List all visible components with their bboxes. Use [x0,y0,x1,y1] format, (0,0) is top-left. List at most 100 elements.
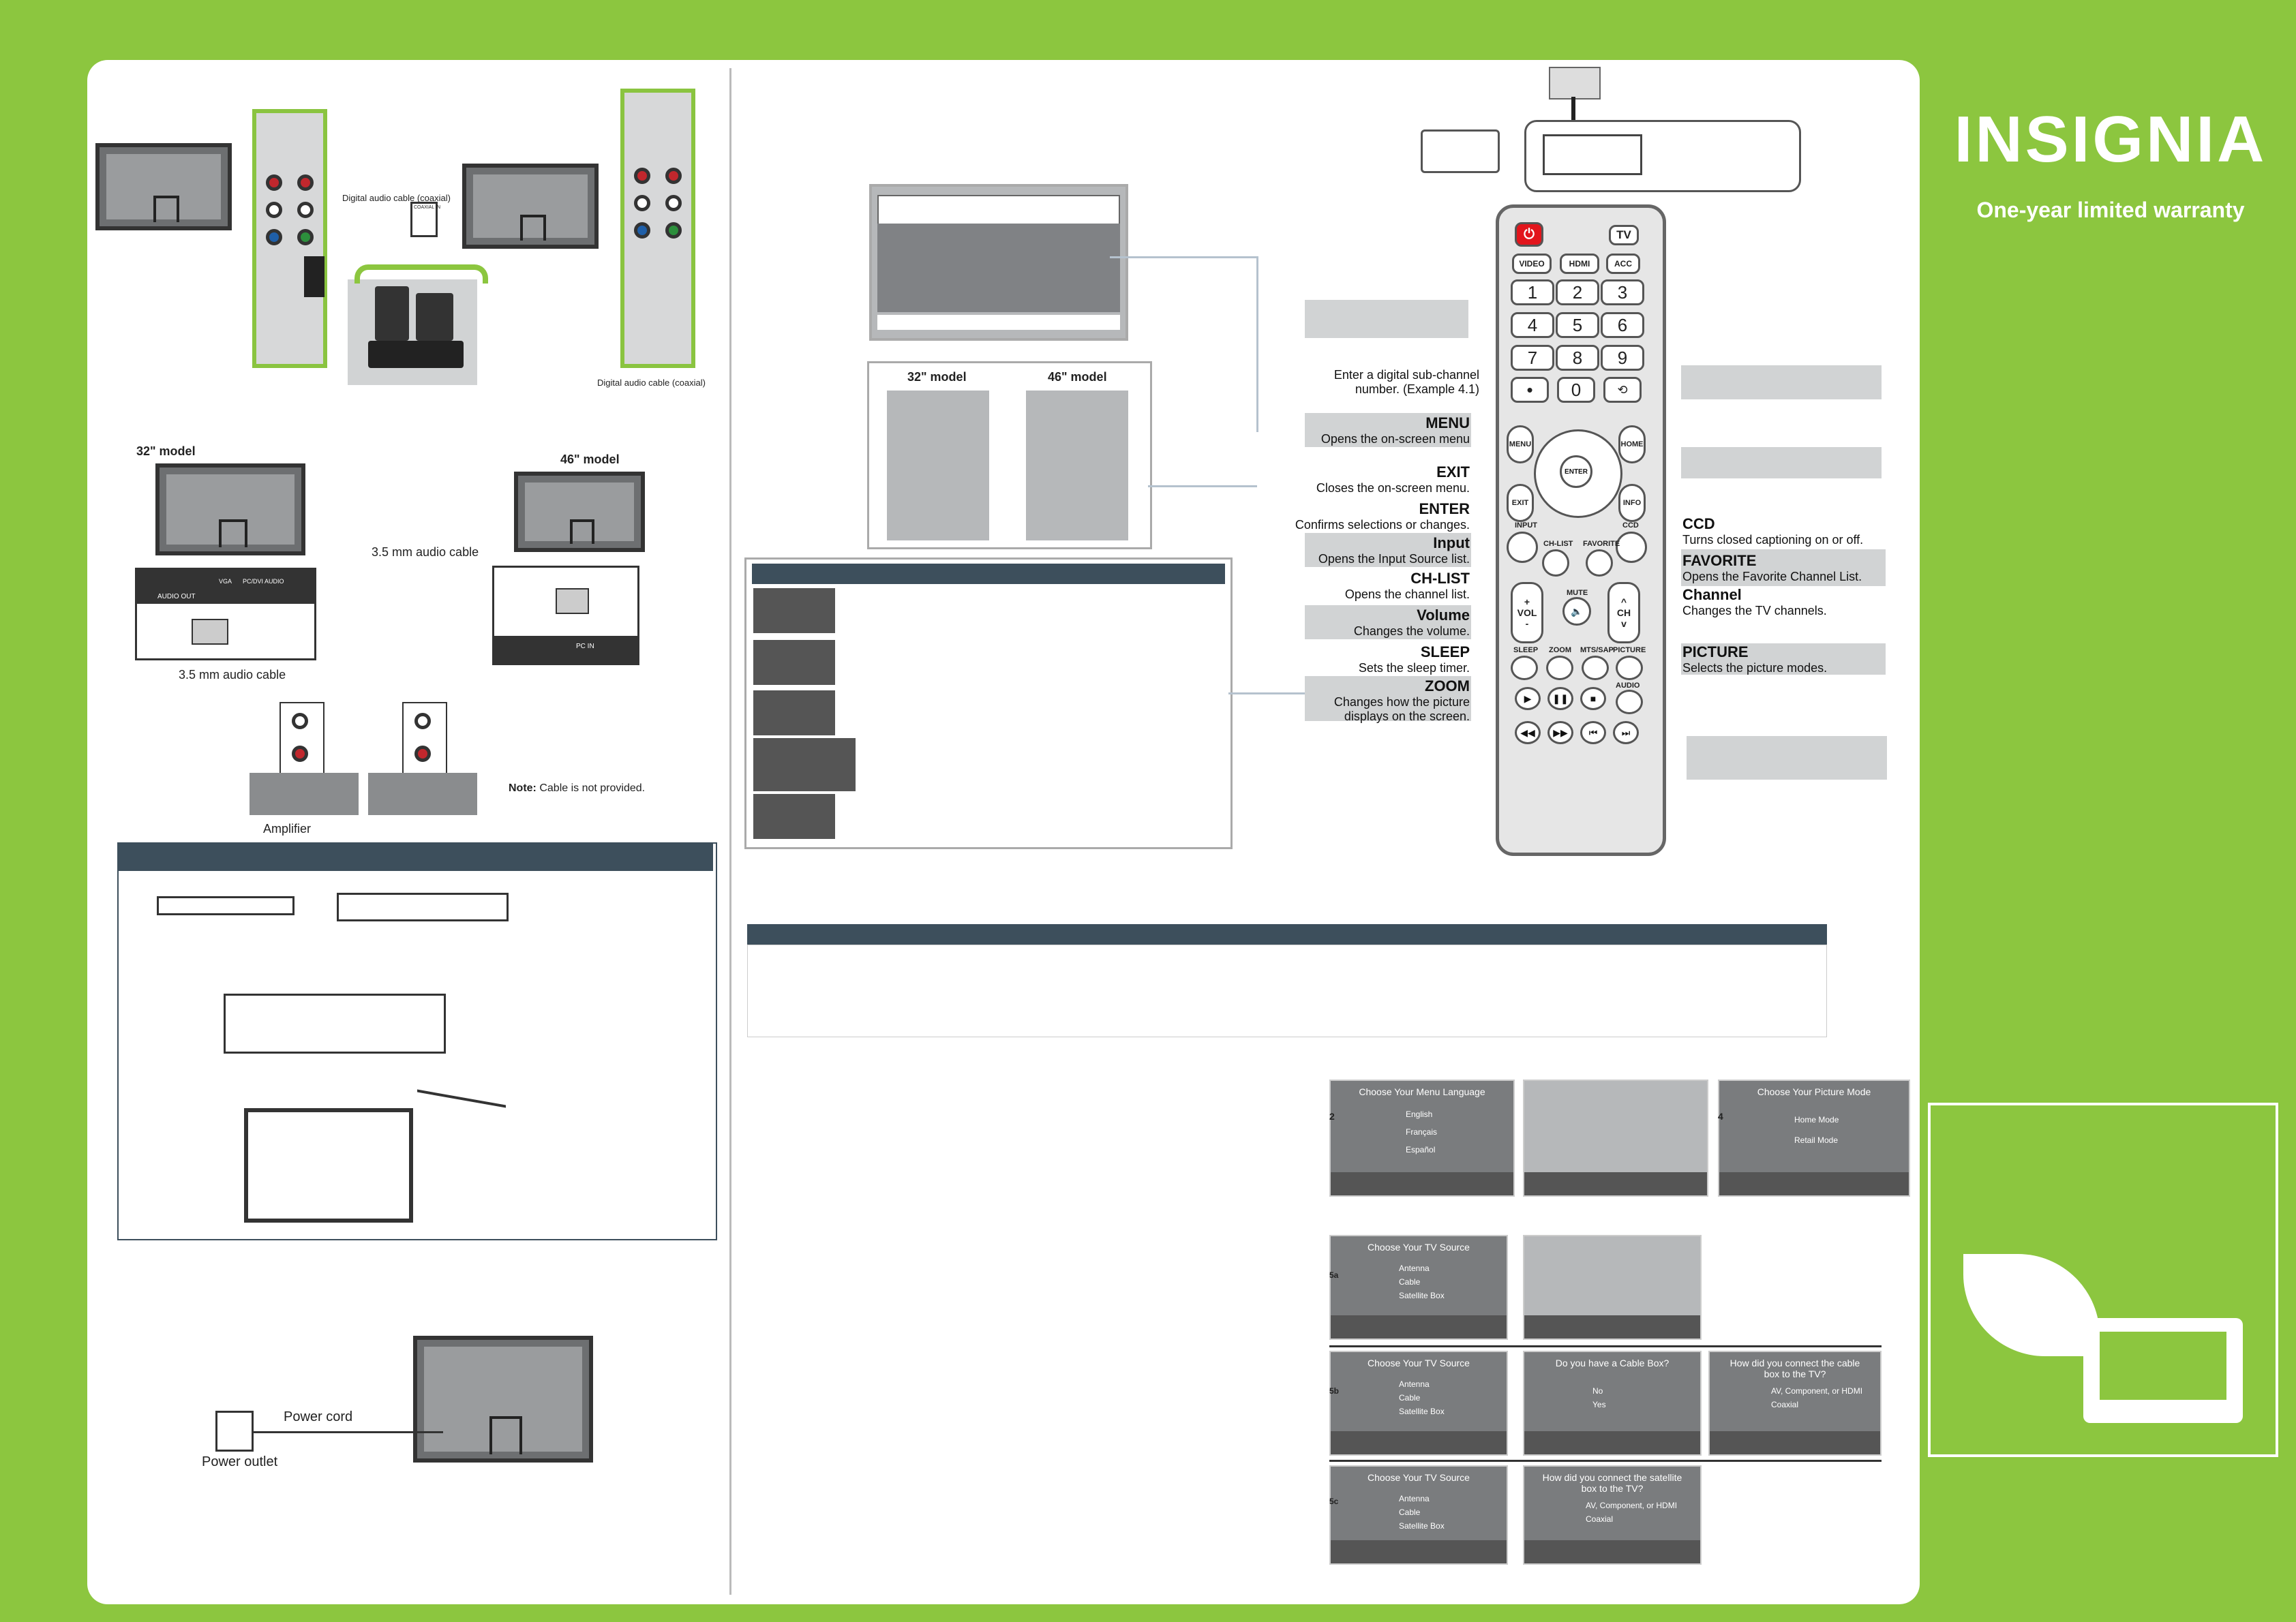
number-button-4[interactable]: 4 [1511,312,1554,338]
mute-button[interactable]: 🔈 [1562,597,1591,626]
tv-rear-power [413,1336,593,1463]
rewind-button[interactable]: ◀◀ [1515,721,1541,744]
insignia-logo: INSIGNIA [1954,103,2267,176]
tv-button[interactable]: TV [1609,225,1639,245]
chlist-button[interactable] [1542,549,1569,577]
dvd-player [157,896,294,915]
enter-button[interactable]: ENTER [1560,455,1592,488]
hdmi-button[interactable]: HDMI [1560,254,1599,274]
home-button[interactable]: HOME [1618,425,1646,463]
callout-bg-favorite [1681,549,1886,586]
callout-box-number [1305,300,1468,338]
play-button[interactable]: ▶ [1515,687,1541,710]
picture-label: PICTURE [1613,646,1646,654]
video-button[interactable]: VIDEO [1512,254,1552,274]
blank-menu-screen [1523,1080,1708,1197]
number-button-7[interactable]: 7 [1511,345,1554,371]
chlist-label: CH-LIST [1543,540,1573,548]
specs-table-header [747,924,1827,945]
number-button-1[interactable]: 1 [1511,279,1554,305]
number-button-9[interactable]: 9 [1601,345,1644,371]
volume-rocker[interactable]: +VOL- [1511,582,1543,643]
callout-box-audio [1687,736,1887,780]
exit-button[interactable]: EXIT [1507,484,1534,522]
model-32-label: 32" model [136,444,196,458]
home-theater-header [119,844,713,871]
number-button-0[interactable]: 0 [1557,377,1595,403]
callout-bg-zoom [1305,676,1471,721]
number-button-5[interactable]: 5 [1556,312,1599,338]
ccd-label: CCD [1622,521,1639,530]
power-cord-label: Power cord [284,1409,353,1424]
tv-46-rear [514,472,645,552]
set-top-box [337,893,509,921]
fast-forward-button[interactable]: ▶▶ [1547,721,1573,744]
rca-jack-right [402,702,447,781]
input-label: INPUT [1515,521,1537,530]
av-receiver [224,994,446,1054]
power-outlet-image [215,1411,254,1452]
cable-connect-screen: How did you connect the cable box to the… [1708,1351,1882,1456]
tv-32-rear [155,463,305,555]
amplifier-right [368,773,477,815]
eco-manual-box [1928,1103,2278,1457]
sleep-label: SLEEP [1513,646,1539,654]
callout-line-1 [1110,256,1258,258]
step-5c-label: 5c [1329,1497,1339,1506]
callout-bg-input [1305,533,1471,567]
favorite-label: FAVORITE [1583,540,1620,548]
model-46-label: 46" model [560,453,620,466]
setup-separator-1 [1329,1345,1882,1347]
input-button[interactable] [1507,532,1538,563]
tv-source-screen-5c: Choose Your TV Source Antenna Cable Sate… [1329,1465,1508,1565]
next-button[interactable]: ⏭ [1613,721,1639,744]
pause-button[interactable]: ❚❚ [1547,687,1573,710]
step-5b-label: 5b [1329,1386,1340,1396]
amplifier-left [250,773,359,815]
tv-source-screen-5b: Choose Your TV Source Antenna Cable Sate… [1329,1351,1508,1456]
satellite-connect-screen: How did you connect the satellite box to… [1523,1465,1702,1565]
tv-port-panel [252,109,327,368]
zoom-button[interactable] [1546,656,1573,680]
number-button-2[interactable]: 2 [1556,279,1599,305]
green-brace [354,264,488,284]
info-button[interactable]: INFO [1618,484,1646,522]
picture-button[interactable] [1616,656,1643,680]
port-46-panel: PC IN [492,566,639,665]
scan-screen [1523,1235,1702,1340]
power-cord-line [252,1431,443,1433]
step-5a-label: 5a [1329,1270,1339,1280]
number-button-6[interactable]: 6 [1601,312,1644,338]
manual-monitor-icon [2083,1318,2243,1423]
ccd-button[interactable] [1616,532,1647,563]
menu-button[interactable]: MENU [1507,425,1534,463]
callout-bg-volume [1305,605,1471,639]
battery-image [1421,129,1500,173]
favorite-button[interactable] [1586,549,1613,577]
digital-cable-label: Digital audio cable (coaxial) [342,193,451,203]
power-button[interactable]: ⏻ [1515,222,1543,247]
audio-button[interactable] [1616,690,1643,714]
mute-label: MUTE [1567,589,1588,597]
cable-box-screen: Do you have a Cable Box? No Yes [1523,1351,1702,1456]
mtssap-button[interactable] [1582,656,1609,680]
amplifier-label: Amplifier [263,822,312,836]
sleep-button[interactable] [1511,656,1538,680]
number-button-8[interactable]: 8 [1556,345,1599,371]
dot-button[interactable]: • [1511,377,1549,403]
zoom-label: ZOOM [1549,646,1571,654]
recall-button[interactable]: ⟲ [1603,377,1642,403]
number-button-3[interactable]: 3 [1601,279,1644,305]
stop-button[interactable]: ■ [1580,687,1606,710]
menu-language-screen: Choose Your Menu Language English França… [1329,1080,1515,1197]
rca-jack-left [280,702,324,781]
acc-button[interactable]: ACC [1606,254,1640,274]
previous-button[interactable]: ⏮ [1580,721,1606,744]
